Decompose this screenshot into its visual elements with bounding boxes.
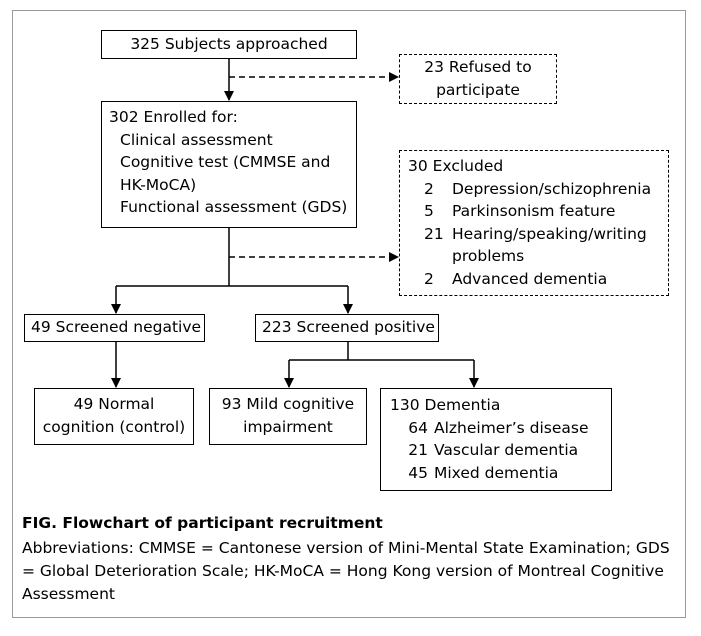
excluded-item-cont: problems [452, 247, 525, 265]
refused-line-1: 23 Refused to [424, 58, 532, 76]
dementia-title: 130 Dementia [390, 396, 501, 414]
enrolled-title: 302 Enrolled for: [109, 108, 238, 126]
normal-line-1: 49 Normal [73, 395, 155, 413]
figure-frame [12, 10, 686, 618]
box-refused: 23 Refused to participate [399, 54, 557, 104]
normal-line-2: cognition (control) [42, 417, 186, 436]
figure-caption-title: FIG. Flowchart of participant recruitmen… [22, 514, 383, 532]
enrolled-item: Cognitive test (CMMSE and [120, 153, 331, 171]
pos-text: 223 Screened positive [262, 318, 435, 336]
box-mci: 93 Mild cognitive impairment [209, 388, 367, 445]
box-normal: 49 Normal cognition (control) [34, 388, 194, 445]
excluded-title: 30 Excluded [408, 157, 504, 175]
approached-text: 325 Subjects approached [130, 35, 328, 53]
refused-line-2: participate [436, 80, 520, 99]
box-approached: 325 Subjects approached [101, 30, 357, 59]
neg-text: 49 Screened negative [31, 318, 202, 336]
mci-line-2: impairment [243, 417, 333, 436]
box-screened-positive: 223 Screened positive [255, 314, 439, 342]
box-screened-negative: 49 Screened negative [24, 314, 205, 342]
mci-line-1: 93 Mild cognitive [221, 395, 355, 413]
enrolled-item: Clinical assessment [120, 130, 273, 149]
box-enrolled: 302 Enrolled for: Clinical assessment Co… [101, 101, 357, 228]
figure-abbreviations: Abbreviations: CMMSE = Cantonese version… [22, 539, 670, 603]
enrolled-item: Functional assessment (GDS) [120, 198, 348, 216]
enrolled-item: HK-MoCA) [120, 175, 197, 194]
